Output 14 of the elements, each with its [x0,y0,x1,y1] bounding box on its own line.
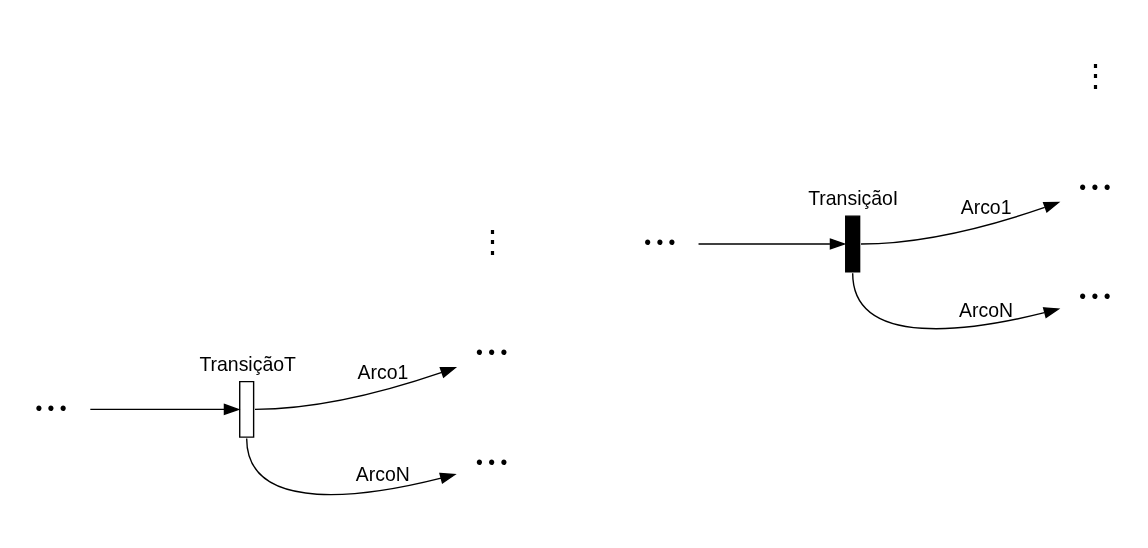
node-text: • • • [35,396,67,419]
edge-label: ArcoN [355,462,410,485]
node-text: • • • [1079,175,1111,198]
node-label: TransiçãoT [199,352,296,375]
node-text: • • • [476,450,508,473]
node-text: • • • [476,340,508,363]
edge-label: Arco1 [357,360,409,383]
node-text: • • • [644,230,676,253]
node-label: TransiçãoI [808,186,899,209]
label: ⋮ [1080,57,1112,92]
edge-label: Arco1 [960,195,1012,218]
label: ⋮ [477,223,509,258]
edge-label: ArcoN [959,298,1014,321]
node-text: • • • [1079,284,1111,307]
